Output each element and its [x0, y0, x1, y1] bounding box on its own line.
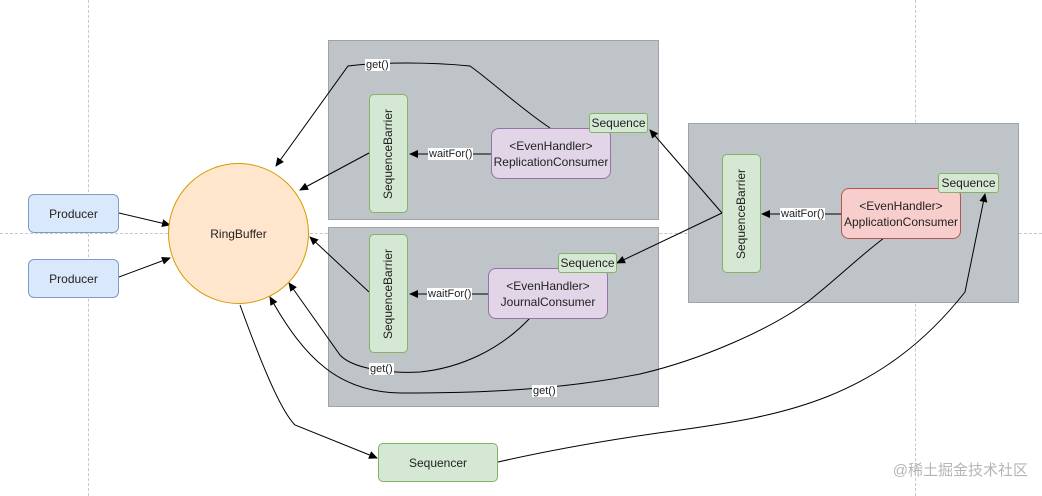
handler-name-label: JournalConsumer [500, 294, 596, 309]
application-get-arrow [269, 237, 885, 394]
replication-get-label: get() [365, 59, 390, 71]
producer-label: Producer [49, 206, 98, 221]
replication-barrier-to-ringbuffer-arrow [299, 152, 370, 191]
application-consumer-node[interactable]: <EvenHandler> ApplicationConsumer [841, 188, 961, 239]
watermark-text: @稀土掘金技术社区 [892, 462, 1028, 479]
journal-sequence-node[interactable]: Sequence [558, 253, 617, 273]
sequencer-node[interactable]: Sequencer [378, 443, 498, 482]
replication-sequence-node[interactable]: Sequence [589, 113, 648, 133]
application-get-label: get() [532, 385, 557, 397]
application-barrier-to-replication-sequence-arrow [649, 129, 723, 214]
barrier-label: SequenceBarrier [381, 108, 396, 199]
replication-waitfor-label: waitFor() [428, 148, 474, 160]
handler-type-label: <EvenHandler> [506, 278, 590, 293]
producer-2-to-ringbuffer-arrow [118, 257, 171, 278]
journal-get-label: get() [369, 363, 394, 375]
sequencer-label: Sequencer [408, 455, 468, 470]
ringbuffer-label: RingBuffer [210, 226, 267, 241]
sequence-label: Sequence [591, 116, 646, 130]
ringbuffer-node[interactable]: RingBuffer [168, 163, 309, 304]
replication-consumer-node[interactable]: <EvenHandler> ReplicationConsumer [491, 128, 611, 179]
producer-label: Producer [49, 271, 98, 286]
handler-type-label: <EvenHandler> [509, 138, 593, 153]
producer-1-to-ringbuffer-arrow [118, 212, 171, 228]
journal-sequence-barrier[interactable]: SequenceBarrier [369, 234, 408, 353]
producer-node-2[interactable]: Producer [28, 259, 119, 298]
barrier-label: SequenceBarrier [381, 248, 396, 339]
handler-name-label: ReplicationConsumer [493, 154, 609, 169]
journal-waitfor-label: waitFor() [427, 288, 473, 300]
replication-sequence-barrier[interactable]: SequenceBarrier [369, 94, 408, 213]
sequence-label: Sequence [560, 256, 615, 270]
journal-consumer-node[interactable]: <EvenHandler> JournalConsumer [488, 268, 608, 319]
journal-get-arrow [288, 282, 531, 373]
producer-node-1[interactable]: Producer [28, 194, 119, 233]
handler-name-label: ApplicationConsumer [843, 214, 959, 229]
journal-barrier-to-ringbuffer-arrow [309, 236, 370, 293]
barrier-label: SequenceBarrier [734, 168, 749, 259]
application-sequence-node[interactable]: Sequence [938, 173, 999, 193]
application-barrier-to-journal-sequence-arrow [616, 212, 723, 264]
ringbuffer-to-sequencer-arrow [239, 304, 378, 459]
guide-line-vertical-left [88, 0, 89, 496]
sequencer-to-application-sequence-arrow [497, 193, 988, 463]
handler-type-label: <EvenHandler> [859, 198, 943, 213]
application-sequence-barrier[interactable]: SequenceBarrier [722, 154, 761, 273]
sequence-label: Sequence [941, 176, 996, 190]
application-waitfor-label: waitFor() [780, 208, 826, 220]
